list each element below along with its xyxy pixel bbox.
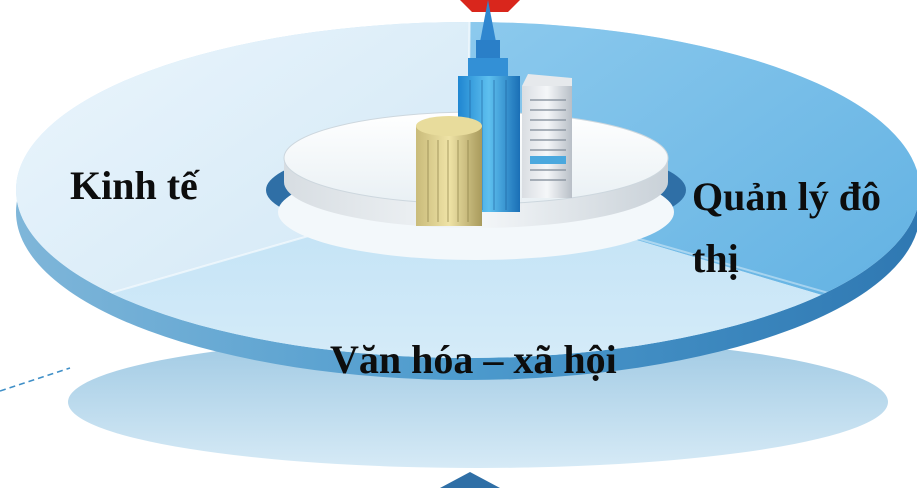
- bottom-marker: [440, 472, 500, 488]
- city-buildings-icon: [416, 0, 572, 226]
- top-accent: [460, 0, 520, 12]
- segment-culture-area: [16, 190, 917, 358]
- lower-shadow-disc: [68, 336, 888, 468]
- segment-label-urban-management: Quản lý đô thị: [692, 174, 881, 281]
- segment-label-economy: Kinh tế: [70, 163, 198, 208]
- segment-label-culture-society: Văn hóa – xã hội: [330, 337, 617, 382]
- dashed-connector-line: [0, 367, 71, 392]
